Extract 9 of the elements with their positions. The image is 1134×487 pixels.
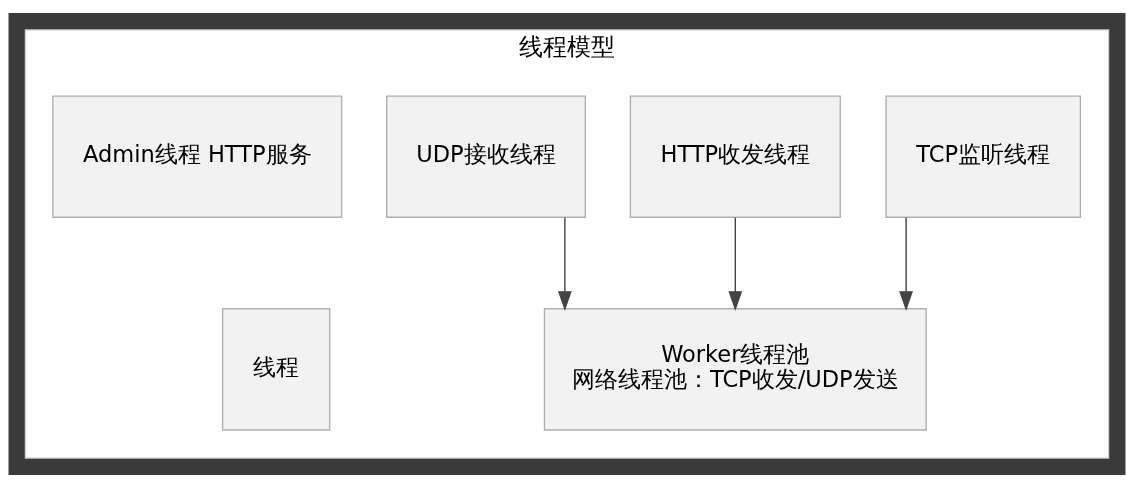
node-box: HTTP收发线程 xyxy=(629,94,841,218)
node-box: Admin线程 HTTP服务 xyxy=(52,94,343,218)
node-box: UDP接收线程 xyxy=(386,94,586,218)
arrow xyxy=(557,216,572,311)
arrow xyxy=(899,216,913,311)
node-box: TCP监听线程 xyxy=(885,94,1082,218)
node-box: Worker线程池 网络线程池：TCP收发/UDP发送 xyxy=(543,307,927,431)
node-box: 线程 xyxy=(221,307,331,431)
arrow xyxy=(728,216,743,311)
